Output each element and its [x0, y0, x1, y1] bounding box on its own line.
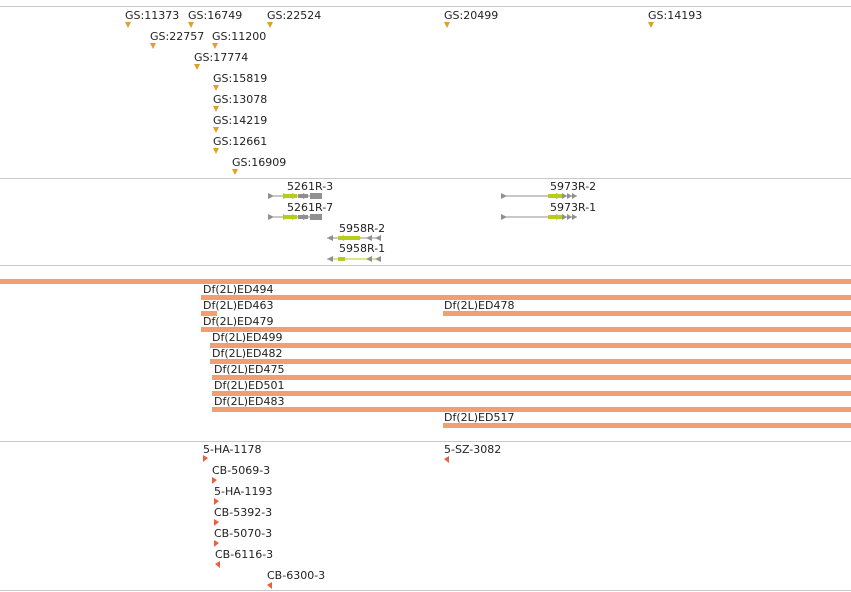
insertion-marker[interactable] [188, 22, 194, 28]
gene-model-5973R-2[interactable] [501, 193, 577, 199]
deficiency-label[interactable]: Df(2L)ED517 [444, 411, 515, 424]
clone-marker[interactable] [203, 455, 208, 462]
transcript-label[interactable]: 5958R-2 [339, 222, 386, 235]
insertion-label[interactable]: GS:22524 [267, 9, 322, 22]
insertion-marker[interactable] [213, 148, 219, 154]
gene-model-5261R-3[interactable] [268, 193, 322, 199]
deficiency-bar[interactable] [201, 295, 851, 300]
insertion-label[interactable]: GS:16909 [232, 156, 287, 169]
insertion-marker[interactable] [213, 127, 219, 133]
deficiency-label[interactable]: Df(2L)ED463 [203, 299, 274, 312]
clone-label[interactable]: CB-6300-3 [267, 569, 326, 582]
transcript-label[interactable]: 5973R-2 [550, 180, 597, 193]
gene-model-5958R-1[interactable] [327, 256, 381, 262]
clone-label[interactable]: CB-5392-3 [214, 506, 273, 519]
insertion-label[interactable]: GS:20499 [444, 9, 499, 22]
track-separator-insertions [0, 178, 851, 179]
top-border [0, 6, 851, 7]
deficiency-bar[interactable] [210, 359, 851, 364]
insertion-label[interactable]: GS:14219 [213, 114, 268, 127]
clone-marker[interactable] [214, 498, 219, 505]
insertion-label[interactable]: GS:13078 [213, 93, 268, 106]
deficiency-bar[interactable] [201, 327, 851, 332]
deficiency-bar[interactable] [443, 423, 851, 428]
insertion-marker[interactable] [194, 64, 200, 70]
deficiency-bar[interactable] [201, 311, 217, 316]
deficiency-label[interactable]: Df(2L)ED483 [214, 395, 285, 408]
gene-model-5261R-7[interactable] [268, 214, 322, 220]
clone-marker[interactable] [214, 519, 219, 526]
insertion-marker[interactable] [267, 22, 273, 28]
deficiency-label[interactable]: Df(2L)ED494 [203, 283, 274, 296]
track-separator-transcripts [0, 265, 851, 266]
deficiency-label[interactable]: Df(2L)ED501 [214, 379, 285, 392]
clone-label[interactable]: CB-5070-3 [214, 527, 273, 540]
insertion-label[interactable]: GS:11200 [212, 30, 267, 43]
deficiency-label[interactable]: Df(2L)ED478 [444, 299, 515, 312]
deficiency-bar[interactable] [0, 279, 851, 284]
insertion-marker[interactable] [648, 22, 654, 28]
deficiency-label[interactable]: Df(2L)ED479 [203, 315, 274, 328]
insertion-label[interactable]: GS:16749 [188, 9, 243, 22]
insertion-marker[interactable] [213, 85, 219, 91]
insertion-label[interactable]: GS:15819 [213, 72, 268, 85]
clone-label[interactable]: 5-HA-1178 [203, 443, 262, 456]
gene-model-5973R-1[interactable] [501, 214, 577, 220]
deficiency-bar[interactable] [212, 407, 851, 412]
bottom-border [0, 590, 851, 591]
deficiency-label[interactable]: Df(2L)ED475 [214, 363, 285, 376]
clone-label[interactable]: CB-5069-3 [212, 464, 271, 477]
insertion-marker[interactable] [232, 169, 238, 175]
gene-model-5958R-2[interactable] [327, 235, 381, 241]
transcript-label[interactable]: 5261R-3 [287, 180, 334, 193]
insertion-marker[interactable] [212, 43, 218, 49]
track-separator-deficiencies [0, 441, 851, 442]
clone-label[interactable]: CB-6116-3 [215, 548, 274, 561]
transcript-label[interactable]: 5958R-1 [339, 242, 386, 255]
transcript-label[interactable]: 5973R-1 [550, 201, 597, 214]
deficiency-bar[interactable] [210, 343, 851, 348]
insertion-label[interactable]: GS:14193 [648, 9, 703, 22]
deficiency-label[interactable]: Df(2L)ED482 [212, 347, 283, 360]
insertion-label[interactable]: GS:17774 [194, 51, 249, 64]
clone-marker[interactable] [444, 456, 449, 463]
insertion-label[interactable]: GS:12661 [213, 135, 268, 148]
insertion-marker[interactable] [125, 22, 131, 28]
clone-marker[interactable] [215, 561, 220, 568]
transcript-label[interactable]: 5261R-7 [287, 201, 334, 214]
clone-label[interactable]: 5-SZ-3082 [444, 443, 502, 456]
clone-marker[interactable] [267, 582, 272, 589]
clone-label[interactable]: 5-HA-1193 [214, 485, 273, 498]
deficiency-bar[interactable] [443, 311, 851, 316]
clone-marker[interactable] [214, 540, 219, 547]
insertion-label[interactable]: GS:22757 [150, 30, 205, 43]
clone-marker[interactable] [212, 477, 217, 484]
deficiency-bar[interactable] [212, 391, 851, 396]
deficiency-bar[interactable] [212, 375, 851, 380]
insertion-marker[interactable] [213, 106, 219, 112]
insertion-marker[interactable] [150, 43, 156, 49]
insertion-label[interactable]: GS:11373 [125, 9, 180, 22]
deficiency-label[interactable]: Df(2L)ED499 [212, 331, 283, 344]
insertion-marker[interactable] [444, 22, 450, 28]
